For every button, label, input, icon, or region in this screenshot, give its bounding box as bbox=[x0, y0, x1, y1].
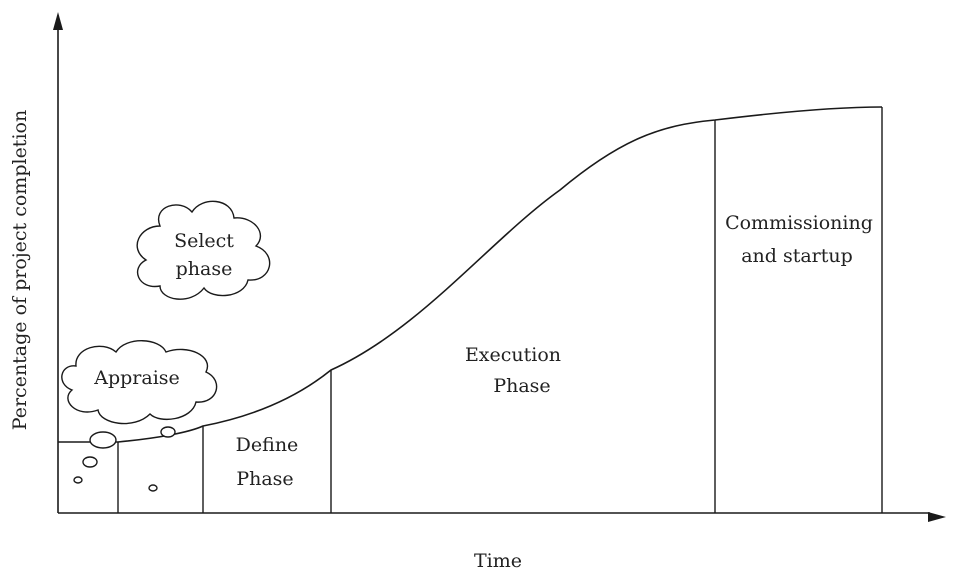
phase-label-define-line1: Define bbox=[236, 434, 299, 456]
appraise-cloud-icon bbox=[61, 340, 218, 425]
bubble-icon bbox=[160, 426, 176, 438]
bubble-icon bbox=[148, 484, 158, 492]
y-axis-arrow bbox=[53, 12, 63, 30]
bubble-icon bbox=[89, 431, 117, 449]
phase-label-commissioning-line2: and startup bbox=[741, 245, 853, 267]
phase-label-select-line1: Select bbox=[174, 230, 234, 252]
bubble-icon bbox=[82, 456, 98, 468]
select-cloud-icon bbox=[136, 200, 271, 300]
y-axis-label: Percentage of project completion bbox=[9, 110, 31, 430]
phase-label-select-line2: phase bbox=[176, 258, 233, 280]
x-axis-label: Time bbox=[474, 550, 522, 572]
phase-label-execution-line1: Execution bbox=[465, 344, 561, 366]
x-axis-arrow bbox=[928, 512, 946, 522]
phase-label-execution-line2: Phase bbox=[493, 375, 550, 397]
phase-label-appraise: Appraise bbox=[93, 367, 180, 389]
phase-label-commissioning-line1: Commissioning bbox=[725, 212, 873, 234]
cloud-bubbles bbox=[61, 200, 271, 492]
bubble-icon bbox=[73, 476, 83, 484]
phase-dividers bbox=[117, 107, 883, 513]
phase-label-define-line2: Phase bbox=[236, 468, 293, 490]
